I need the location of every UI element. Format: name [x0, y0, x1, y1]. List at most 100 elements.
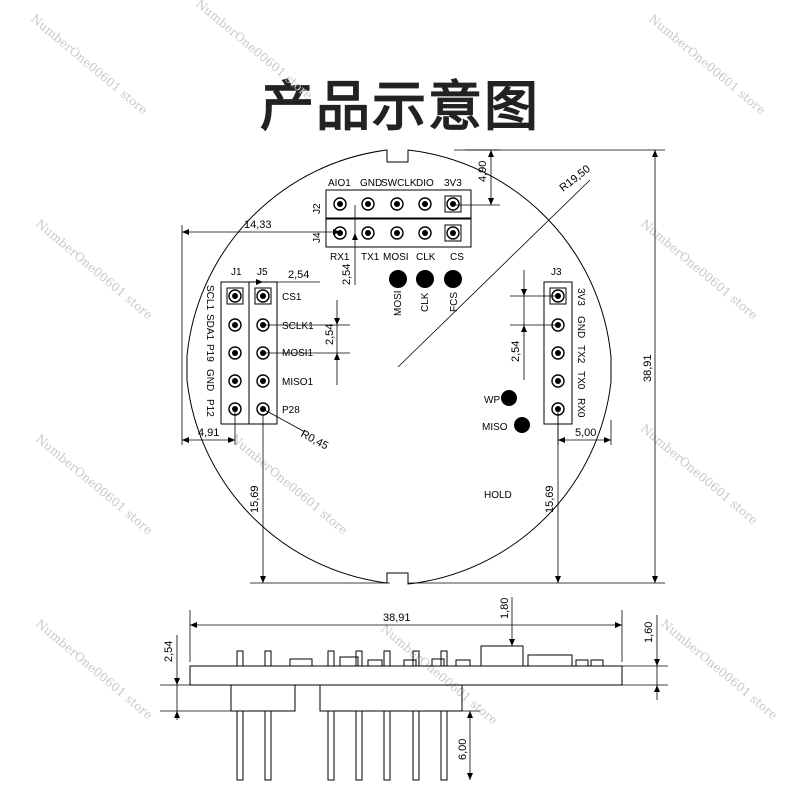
- header-pin-center: [422, 230, 428, 236]
- header-pin-center: [260, 293, 266, 299]
- j1-label: J1: [231, 267, 242, 278]
- side-view: [189, 645, 623, 781]
- j5-label: J5: [257, 267, 268, 278]
- j4-label: J4: [312, 232, 323, 243]
- pad-label-mosi: MOSI: [393, 290, 404, 316]
- dimension-14-33: 14,33: [244, 219, 272, 231]
- dimension-line: [263, 300, 350, 385]
- j5-pin-label: CS1: [282, 292, 302, 303]
- j5-pin-label: P28: [282, 405, 300, 416]
- pad-label-fcs: FCS: [449, 292, 460, 312]
- j1-pin-label: P12: [204, 399, 215, 417]
- dimension-line: [555, 415, 561, 583]
- dimension-38-91-side: 38,91: [383, 612, 411, 624]
- watermark: NumberOne00601 store: [638, 422, 760, 528]
- dimension-line: [622, 615, 668, 700]
- dimension-line: [160, 635, 235, 720]
- header-pin-leg: [264, 710, 272, 781]
- dimension-4-90: 4,90: [477, 161, 489, 182]
- dimension-2-54-side: 2,54: [163, 641, 175, 662]
- header-pin-center: [260, 378, 266, 384]
- header-pin-center: [555, 406, 561, 412]
- wp-label: WP: [484, 395, 500, 406]
- dimension-5-00: 5,00: [575, 427, 596, 439]
- dimension-line: [352, 205, 358, 285]
- header-j3: [543, 281, 573, 425]
- header-pin-center: [232, 350, 238, 356]
- dimension-2-54: 2,54: [510, 341, 522, 362]
- j1-pin-label: GND: [204, 369, 215, 391]
- j3-label: J3: [551, 267, 562, 278]
- dimension-r0-45: R0,45: [299, 428, 331, 452]
- miso-pad: [514, 417, 530, 433]
- header-pin-center: [394, 201, 400, 207]
- header-pin-top: [264, 650, 272, 667]
- dimension-2-54: 2,54: [341, 264, 353, 285]
- dimension-2-54: 2,54: [288, 269, 309, 281]
- j5-pin-label: MISO1: [282, 377, 314, 388]
- header-pin-center: [422, 201, 428, 207]
- pad-label-clk: CLK: [420, 292, 431, 312]
- dimension-line: [250, 415, 390, 584]
- header-pin-center: [232, 406, 238, 412]
- dimension-line: [182, 412, 236, 445]
- j2-label: J2: [312, 203, 323, 214]
- header-pin-top: [236, 650, 244, 667]
- dimension-line: [509, 597, 515, 646]
- j3-pin-label: RX0: [575, 398, 586, 418]
- header-pin-outline: [444, 224, 462, 242]
- j3-pin-label: GND: [575, 316, 586, 338]
- header-pin-center: [555, 378, 561, 384]
- dimension-line: [408, 149, 665, 584]
- dimension-15-69-right: 15,69: [544, 485, 556, 513]
- radius-dimension: R19,50: [557, 163, 592, 194]
- dimension-4-91: 4,91: [198, 427, 219, 439]
- dimension-15-69-left: 15,69: [249, 485, 261, 513]
- header-pin-leg: [440, 710, 448, 781]
- watermark: NumberOne00601 store: [228, 432, 350, 538]
- dimension-1-80: 1,80: [499, 598, 511, 619]
- j5-pin-label: MOSI1: [282, 348, 314, 359]
- dimension-6-00: 6,00: [457, 739, 469, 760]
- j4-pin-label: CLK: [416, 252, 436, 263]
- dimension-line: [235, 279, 320, 285]
- miso-label: MISO: [482, 422, 508, 433]
- watermark: NumberOne00601 store: [33, 217, 155, 323]
- header-pin-center: [365, 201, 371, 207]
- j3-pin-label: TX0: [575, 371, 586, 390]
- dimension-line: [462, 710, 480, 780]
- header-pin-leg: [412, 710, 420, 781]
- header-pin-top: [355, 650, 363, 667]
- dimension-38-91: 38,91: [642, 354, 654, 382]
- watermark: NumberOne00601 store: [638, 217, 760, 323]
- j3-pin-label: 3V3: [575, 288, 586, 306]
- header-pin-leg: [383, 710, 391, 781]
- header-pin-leg: [327, 710, 335, 781]
- header-pin-center: [337, 230, 343, 236]
- dimension-line: [189, 610, 623, 662]
- j2-pin-label: DIO: [416, 178, 434, 189]
- page-title: 产品示意图: [260, 75, 540, 138]
- header-pin-top: [327, 650, 335, 667]
- j2-pin-label: GND: [360, 178, 382, 189]
- j4-pin-label: MOSI: [383, 252, 409, 263]
- header-j1-j5: [220, 281, 278, 425]
- header-pin-outline: [444, 195, 462, 213]
- dimension-line: [510, 270, 558, 380]
- j4-pin-label: RX1: [330, 252, 350, 263]
- header-j2-j4: [325, 189, 472, 248]
- spi-pads: [389, 270, 462, 288]
- watermark: NumberOne00601 store: [193, 0, 315, 102]
- header-pin-center: [450, 201, 456, 207]
- j3-pin-label: TX2: [575, 345, 586, 364]
- header-pin-center: [450, 230, 456, 236]
- watermark: NumberOne00601 store: [646, 12, 768, 118]
- header-pin-center: [394, 230, 400, 236]
- j1-pin-label: SCL1: [204, 285, 215, 310]
- header-pin-center: [365, 230, 371, 236]
- dimension-line: [181, 225, 340, 445]
- j2-pin-label: SWCLK: [381, 178, 417, 189]
- j2-pin-label: 3V3: [444, 178, 462, 189]
- dimension-1-60: 1,60: [643, 622, 655, 643]
